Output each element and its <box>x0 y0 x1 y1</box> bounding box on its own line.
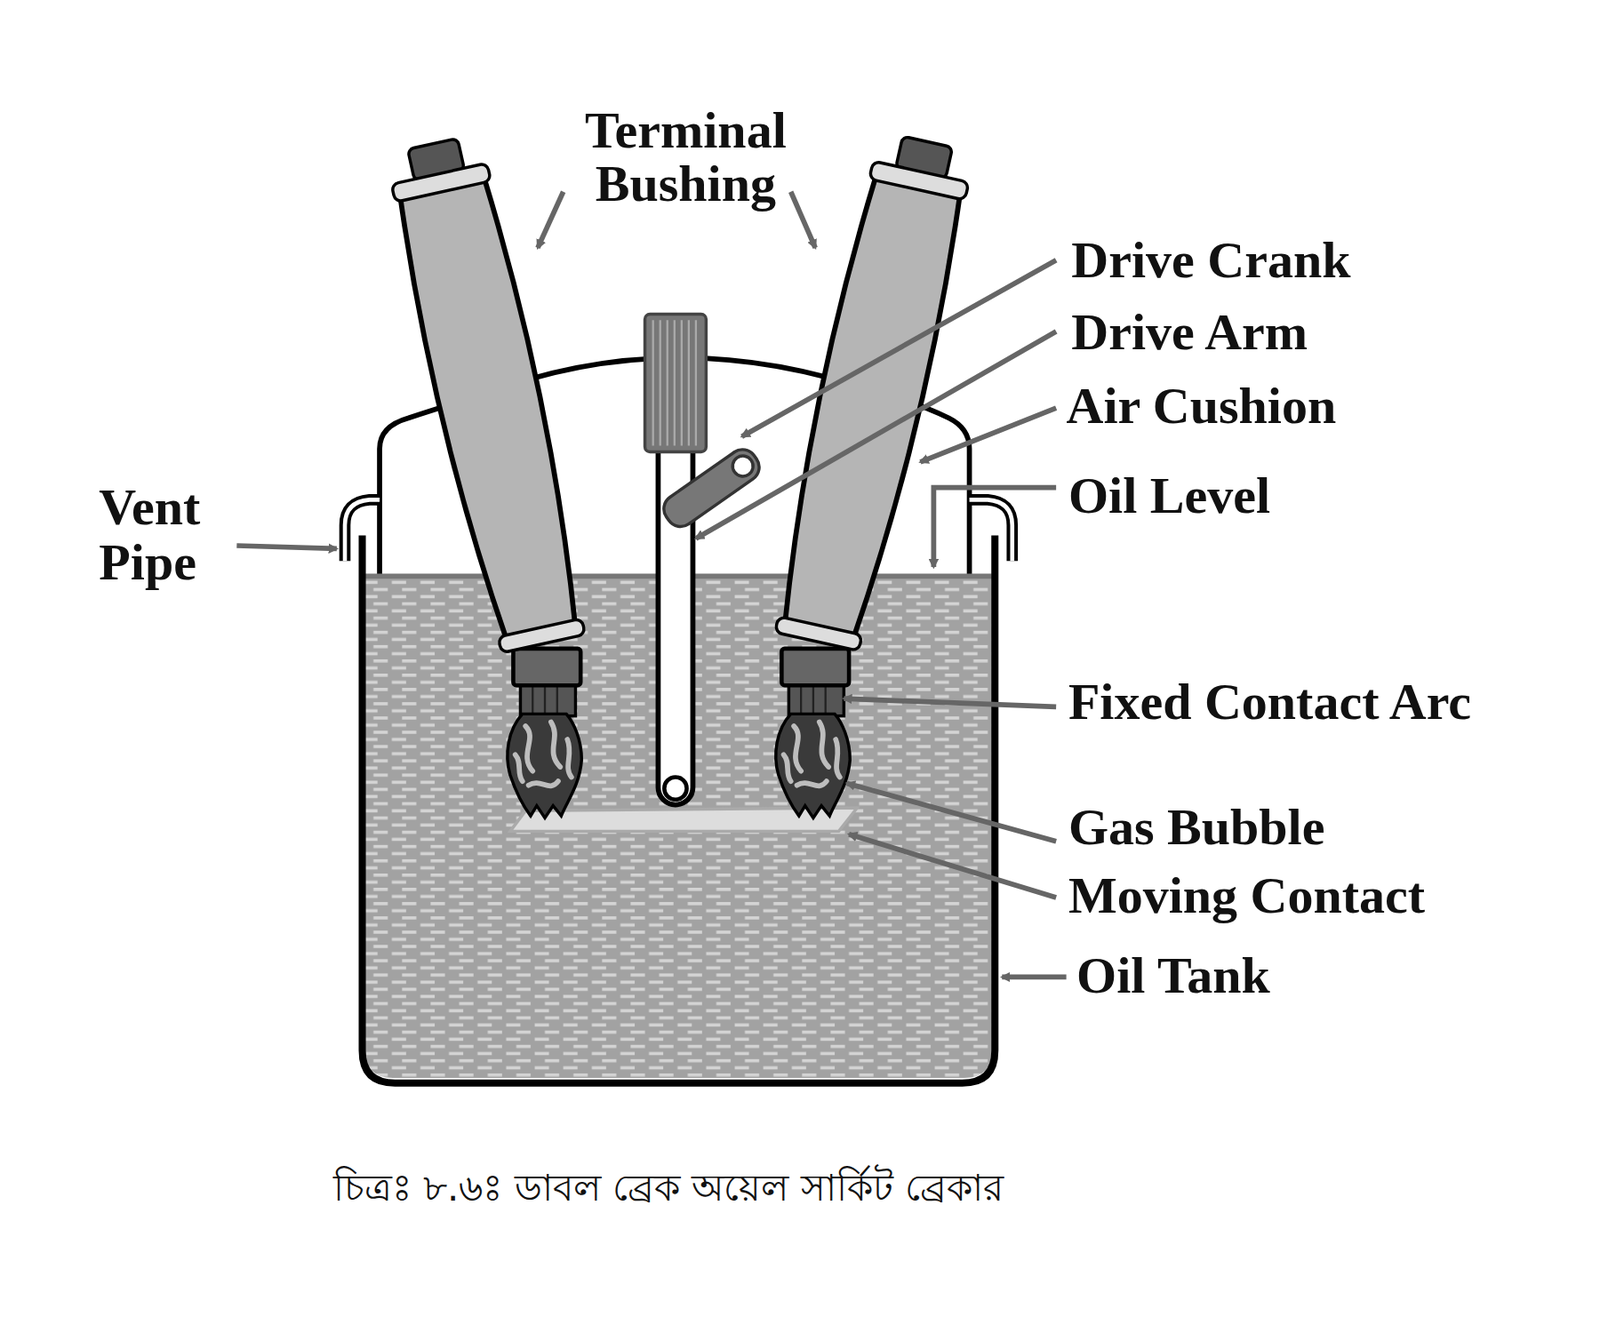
part-label: Oil Level <box>1068 469 1271 523</box>
handle-grip <box>653 320 696 446</box>
part-label: Terminal Bushing <box>552 104 819 212</box>
part-label: Oil Tank <box>1076 949 1271 1003</box>
part-label: Air Cushion <box>1066 379 1337 433</box>
arc-left <box>507 713 582 818</box>
terminal-bushing-left <box>383 133 592 656</box>
part-label: Moving Contact <box>1068 869 1425 923</box>
vent-pipe <box>344 499 380 561</box>
vent-pipe-inner <box>969 499 1013 561</box>
leader-lines <box>236 192 1066 978</box>
vent-pipe <box>969 499 1013 561</box>
terminal-bushing-right <box>768 130 977 653</box>
part-label: Gas Bubble <box>1068 800 1326 855</box>
drive-handle <box>645 313 707 452</box>
part-label: Fixed Contact Arc <box>1068 675 1472 729</box>
vent-pipe-inner <box>344 499 380 561</box>
part-label: Vent Pipe <box>98 480 250 592</box>
drive-crank <box>658 444 766 533</box>
fixed-contact-left <box>512 648 581 717</box>
part-label: Drive Arm <box>1071 305 1308 360</box>
part-label: Drive Crank <box>1071 233 1351 288</box>
drive-arm-pin <box>664 777 687 800</box>
figure-caption: চিত্রঃ ৮.৬ঃ ডাবল ব্রেক অয়েল সার্কিট ব্র… <box>333 1166 1004 1211</box>
arc-right <box>776 713 850 818</box>
fixed-contact-right <box>781 648 849 717</box>
